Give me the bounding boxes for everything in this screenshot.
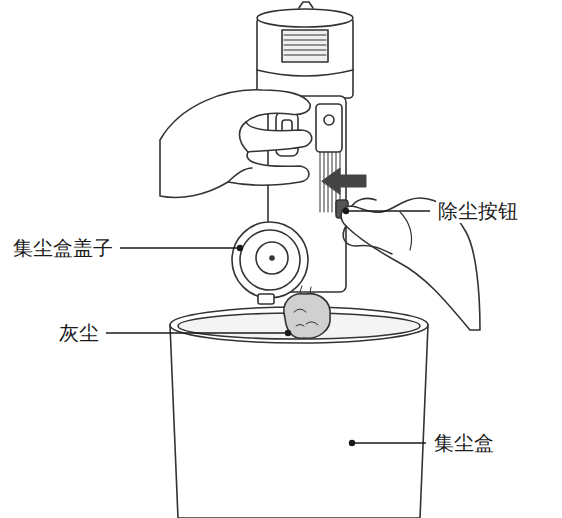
part-label: 除尘按钮 [436,199,520,223]
head-cylinder [257,18,353,98]
part-label: 灰尘 [57,321,101,345]
hand-thumb [343,198,392,254]
part-label: 集尘盒盖子 [11,236,115,260]
hand-crease [400,212,412,250]
filter-knob [324,115,334,125]
left-hand [160,90,312,198]
vent [282,30,328,62]
leader-line [120,247,240,248]
dust-strands [300,286,311,293]
leader-dot [344,209,349,214]
dust-texture [294,309,318,326]
filter-clip [316,104,342,152]
hand-fingers [228,122,252,182]
leader-line [346,210,430,211]
head-tab [299,2,313,8]
leader-lines [106,209,430,446]
lid-center [256,242,288,274]
press-arrow [322,168,366,194]
head-top [257,9,353,27]
vent-slats [284,35,326,55]
device-head [257,2,353,98]
bin-body [170,325,428,518]
lid-hinge [258,294,274,304]
part-label: 集尘盒 [432,431,496,455]
lid-ring [240,230,300,290]
dust-lid [232,222,308,304]
dust [284,294,330,339]
leader-line [352,442,426,443]
lid-outer [232,222,308,298]
leader-dot [238,246,243,251]
leader-line [106,332,288,333]
lid-dot [270,256,274,260]
dust-clump [284,286,330,338]
head-seam [257,70,353,76]
leader-dot [350,441,355,446]
leader-dot [286,331,291,336]
hand-palm [160,90,312,198]
